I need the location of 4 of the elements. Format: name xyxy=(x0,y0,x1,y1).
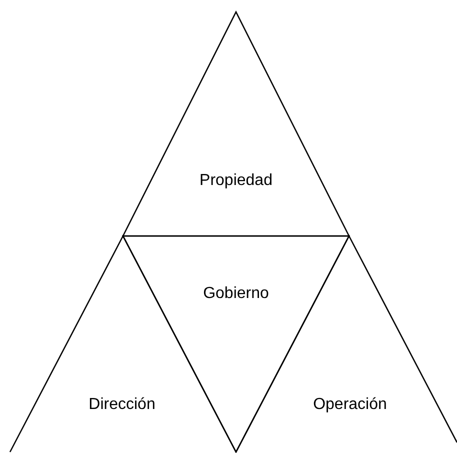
section-label: Propiedad xyxy=(200,172,272,190)
section-label: Dirección xyxy=(88,396,156,414)
section-label: Operación xyxy=(313,396,387,414)
section-label: Gobierno xyxy=(203,285,269,303)
